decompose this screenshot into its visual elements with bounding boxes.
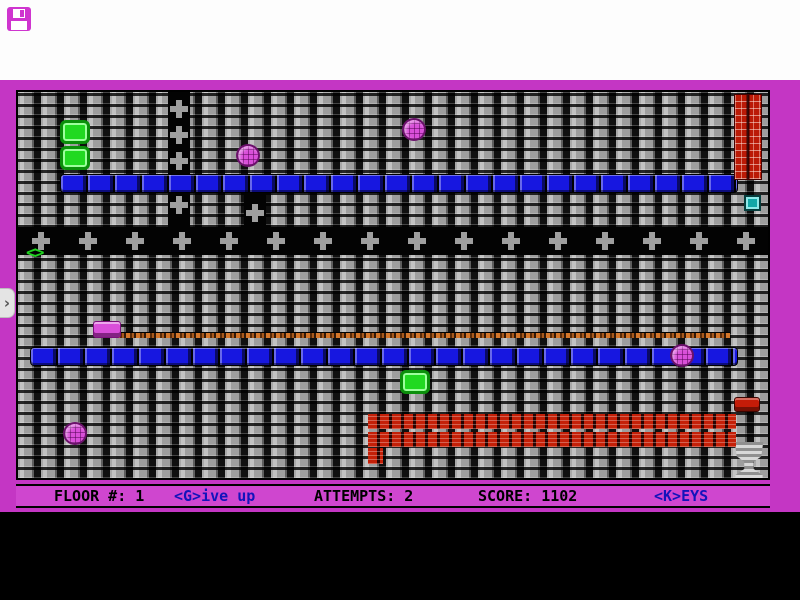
trophy-sprite	[734, 442, 764, 478]
attempts-indicator: ATTEMPTS: 2	[314, 487, 414, 505]
score-indicator: SCORE: 1102	[478, 487, 578, 505]
cross-sprite	[170, 152, 188, 170]
cross-sprite	[596, 232, 614, 250]
cross-sprite	[173, 232, 191, 250]
cross-sprite	[79, 232, 97, 250]
cross-sprite	[690, 232, 708, 250]
cross-sprite	[126, 232, 144, 250]
ball-sprite	[63, 422, 87, 445]
status-bar: FLOOR #: 1 <G>ive up ATTEMPTS: 2 SCORE: …	[16, 484, 770, 508]
cross-sprite	[502, 232, 520, 250]
chevrons-sprite: <>	[26, 243, 44, 263]
cross-sprite	[549, 232, 567, 250]
blue-bar-sprite	[30, 347, 738, 366]
floor-indicator: FLOOR #: 1	[54, 487, 145, 505]
game-frame: <> FLOOR #: 1 <G>ive up ATTEMPTS: 2 SCOR…	[0, 80, 800, 512]
cross-sprite	[408, 232, 426, 250]
ball-sprite	[402, 118, 426, 141]
keys-hotkey: <K>EYS	[654, 487, 709, 505]
brick-piece-sprite	[368, 448, 383, 464]
game-playfield: <>	[16, 90, 770, 480]
cross-sprite	[267, 232, 285, 250]
red-sled-sprite	[734, 397, 760, 412]
rope-sprite	[96, 332, 730, 338]
cross-sprite	[170, 196, 188, 214]
green-box-sprite	[60, 146, 90, 170]
player-sprite	[93, 321, 121, 338]
cross-sprite	[32, 232, 50, 250]
cross-sprite	[314, 232, 332, 250]
ball-sprite	[236, 144, 260, 167]
toolbar	[0, 0, 800, 80]
cross-sprite	[170, 100, 188, 118]
cross-sprite	[643, 232, 661, 250]
blue-bar-sprite	[60, 174, 738, 193]
brick-row-sprite	[368, 432, 736, 447]
green-box-sprite	[400, 370, 430, 394]
green-box-sprite	[60, 120, 90, 144]
ball-sprite	[670, 344, 694, 367]
teal-box-sprite	[744, 195, 761, 211]
cross-sprite	[455, 232, 473, 250]
floppy-icon	[7, 7, 31, 31]
sidebar-expand-toggle[interactable]: ›	[0, 288, 15, 318]
chevron-right-icon: ›	[3, 294, 11, 312]
brick-row-sprite	[368, 414, 736, 429]
cross-sprite	[170, 126, 188, 144]
red-column-sprite	[734, 94, 762, 180]
cross-sprite	[361, 232, 379, 250]
cross-sprite	[246, 204, 264, 222]
cross-sprite	[220, 232, 238, 250]
give-up-hotkey: <G>ive up	[174, 487, 256, 505]
save-button[interactable]	[6, 6, 32, 32]
cross-sprite	[737, 232, 755, 250]
